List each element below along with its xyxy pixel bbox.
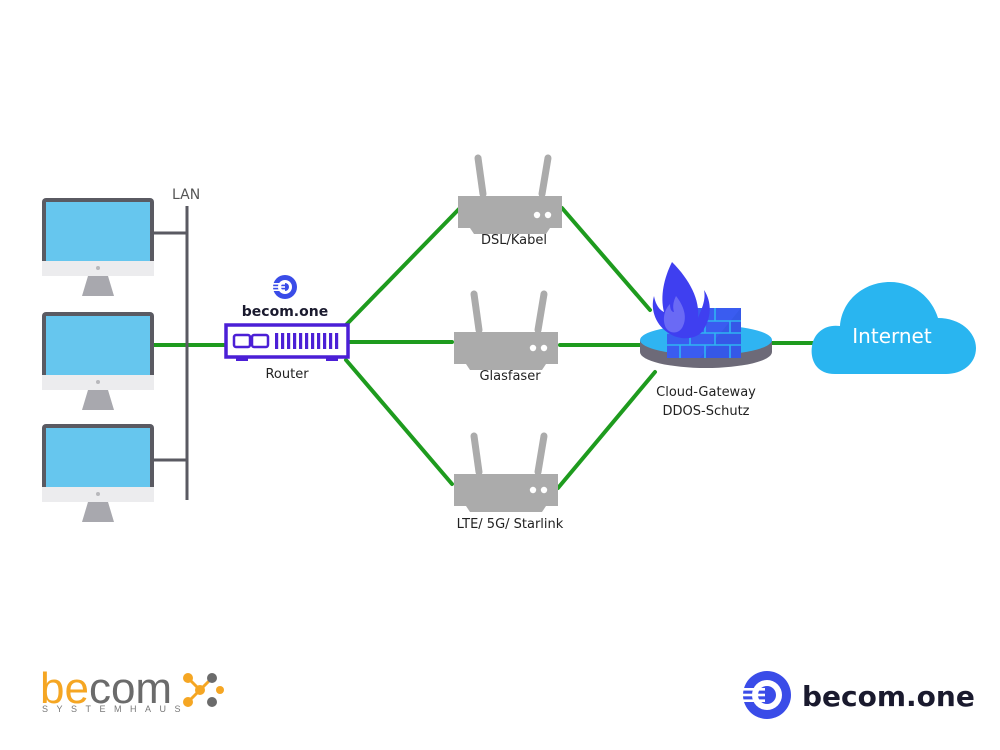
becom-systemhaus-logo: becom SYSTEMHAUS xyxy=(40,664,224,714)
cloud-icon xyxy=(811,282,976,374)
lan-bus xyxy=(152,206,189,500)
monitor-stand xyxy=(82,390,114,410)
router-vent-slot xyxy=(317,333,321,349)
monitor-screen xyxy=(46,202,150,261)
router-vent-slot xyxy=(323,333,327,349)
router-vent-slot xyxy=(275,333,279,349)
antenna-left xyxy=(474,154,487,198)
router-vent-slot xyxy=(293,333,297,349)
modem-label: Glasfaser xyxy=(479,369,541,384)
antenna-right xyxy=(534,290,548,334)
monitor-screen xyxy=(46,428,150,487)
link-router-lte xyxy=(344,358,454,486)
monitor-dot xyxy=(96,266,100,270)
modem-body xyxy=(454,332,558,370)
logo-subtitle: SYSTEMHAUS xyxy=(42,704,189,714)
router-vent-slot xyxy=(329,333,333,349)
router-vent-slot xyxy=(311,333,315,349)
router-port-2 xyxy=(250,333,270,349)
antenna-right xyxy=(534,432,548,476)
monitor-screen xyxy=(46,316,150,375)
gateway-label-line2: DDOS-Schutz xyxy=(663,404,750,419)
antenna-right xyxy=(538,154,552,198)
router-vent-slot xyxy=(287,333,291,349)
computer-3 xyxy=(42,424,154,522)
modem-led-2 xyxy=(544,211,552,219)
router-vent-slot xyxy=(299,333,303,349)
cloud-gateway: Cloud-Gateway DDOS-Schutz xyxy=(640,262,772,419)
router: becom.one Router xyxy=(224,275,350,382)
modem-label: LTE/ 5G/ Starlink xyxy=(457,517,564,532)
router-foot-right xyxy=(326,357,338,361)
gateway-label-line1: Cloud-Gateway xyxy=(656,385,756,400)
flame-icon xyxy=(652,262,710,339)
modem-led-1 xyxy=(529,344,537,352)
logo-be: becom xyxy=(40,664,172,713)
modem-led-1 xyxy=(533,211,541,219)
modem-glasfaser: Glasfaser xyxy=(454,290,558,384)
link-lte-gateway xyxy=(556,370,657,490)
links xyxy=(150,206,817,490)
logo-network-mark-icon xyxy=(183,673,224,707)
becom-one-mark-icon xyxy=(743,671,791,719)
modem-label: DSL/Kabel xyxy=(481,233,547,248)
monitor-dot xyxy=(96,492,100,496)
link-router-dsl xyxy=(344,206,462,327)
antenna-left xyxy=(470,290,483,334)
link-dsl-gateway xyxy=(560,206,652,312)
lan-label: LAN xyxy=(172,187,200,203)
computer-2 xyxy=(42,312,154,410)
router-vent-slot xyxy=(305,333,309,349)
router-vent-slot xyxy=(281,333,285,349)
router-vents xyxy=(275,333,339,349)
router-label: Router xyxy=(265,367,309,382)
monitor-dot xyxy=(96,380,100,384)
monitor-stand xyxy=(82,502,114,522)
becom-one-logo-icon xyxy=(273,275,297,299)
router-vent-slot xyxy=(335,333,339,349)
router-port-1 xyxy=(232,333,252,349)
computer-1 xyxy=(42,198,154,296)
antenna-left xyxy=(470,432,483,476)
internet-cloud: Internet xyxy=(811,282,976,374)
modem-led-1 xyxy=(529,486,537,494)
modem-lte: LTE/ 5G/ Starlink xyxy=(454,432,564,532)
modem-led-2 xyxy=(540,486,548,494)
becom-one-logo: becom.one xyxy=(743,671,975,719)
modem-body xyxy=(458,196,562,234)
internet-label: Internet xyxy=(852,324,932,348)
modem-body xyxy=(454,474,558,512)
modem-dsl: DSL/Kabel xyxy=(458,154,562,248)
modem-led-2 xyxy=(540,344,548,352)
router-brand: becom.one xyxy=(242,304,328,320)
monitor-stand xyxy=(82,276,114,296)
becom-one-wordmark: becom.one xyxy=(802,680,975,713)
router-foot-left xyxy=(236,357,248,361)
